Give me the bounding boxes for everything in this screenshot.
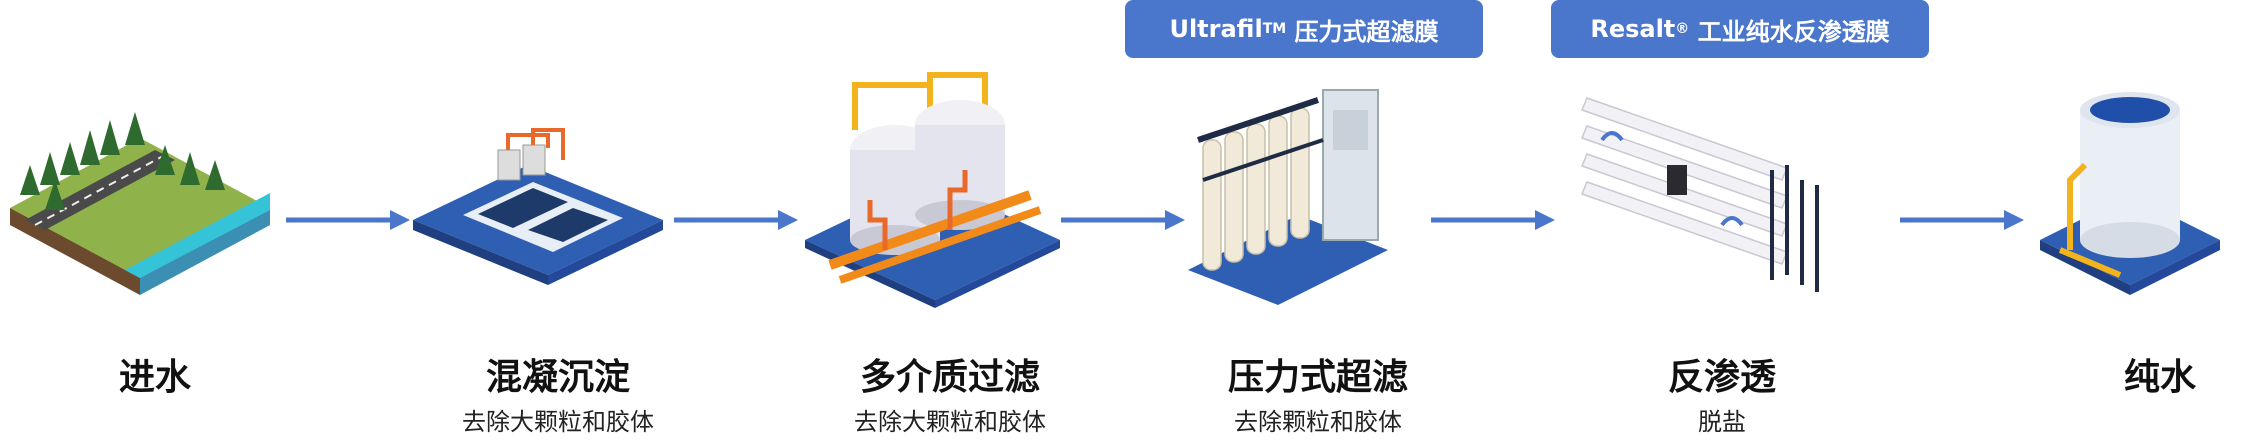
stage-subtitle: 脱盐	[1698, 408, 1746, 436]
reverse-osmosis-rack-icon	[1581, 97, 1819, 292]
stage-title: 进水	[118, 357, 191, 398]
stage-multimedia-filtration: 多介质过滤 去除大颗粒和胶体	[800, 0, 1100, 442]
stage-intake: 进水	[5, 0, 305, 442]
badge-mark: TM	[1262, 21, 1287, 37]
stage-title: 混凝沉淀	[485, 357, 630, 398]
stage-title: 纯水	[2123, 357, 2196, 398]
flow-arrow-icon	[674, 210, 798, 230]
badge-suffix: 压力式超滤膜	[1294, 17, 1439, 46]
badge-name: Ultrafil	[1169, 15, 1263, 43]
badge-mark: ®	[1675, 21, 1690, 37]
flow-arrow-icon	[1061, 210, 1185, 230]
resalt-badge: Resalt® 工业纯水反渗透膜	[1551, 0, 1929, 58]
pressure-filter-icon	[805, 72, 1060, 308]
stage-pure-water: 纯水	[2010, 0, 2258, 442]
badge-suffix: 工业纯水反渗透膜	[1697, 17, 1890, 46]
stage-coagulation: 混凝沉淀 去除大颗粒和胶体	[408, 0, 708, 442]
stage-title: 多介质过滤	[859, 357, 1040, 398]
flow-arrow-icon	[1431, 210, 1555, 230]
ultrafiltration-skid-icon	[1188, 89, 1388, 305]
stage-subtitle: 去除颗粒和胶体	[1234, 408, 1402, 436]
flow-arrow-icon	[286, 210, 410, 230]
stage-subtitle: 去除大颗粒和胶体	[462, 408, 654, 436]
river-landscape-icon	[10, 112, 270, 295]
stage-reverse-osmosis: 反渗透 脱盐	[1572, 0, 1872, 442]
stage-title: 反渗透	[1667, 357, 1776, 398]
stage-ultrafiltration: 压力式超滤 去除颗粒和胶体	[1168, 0, 1468, 442]
stage-subtitle: 去除大颗粒和胶体	[854, 408, 1046, 436]
badge-name: Resalt	[1590, 15, 1676, 43]
stage-title: 压力式超滤	[1227, 357, 1408, 398]
sedimentation-tank-icon	[413, 128, 663, 285]
water-tank-icon	[2040, 92, 2220, 295]
flow-arrow-icon	[1900, 210, 2024, 230]
